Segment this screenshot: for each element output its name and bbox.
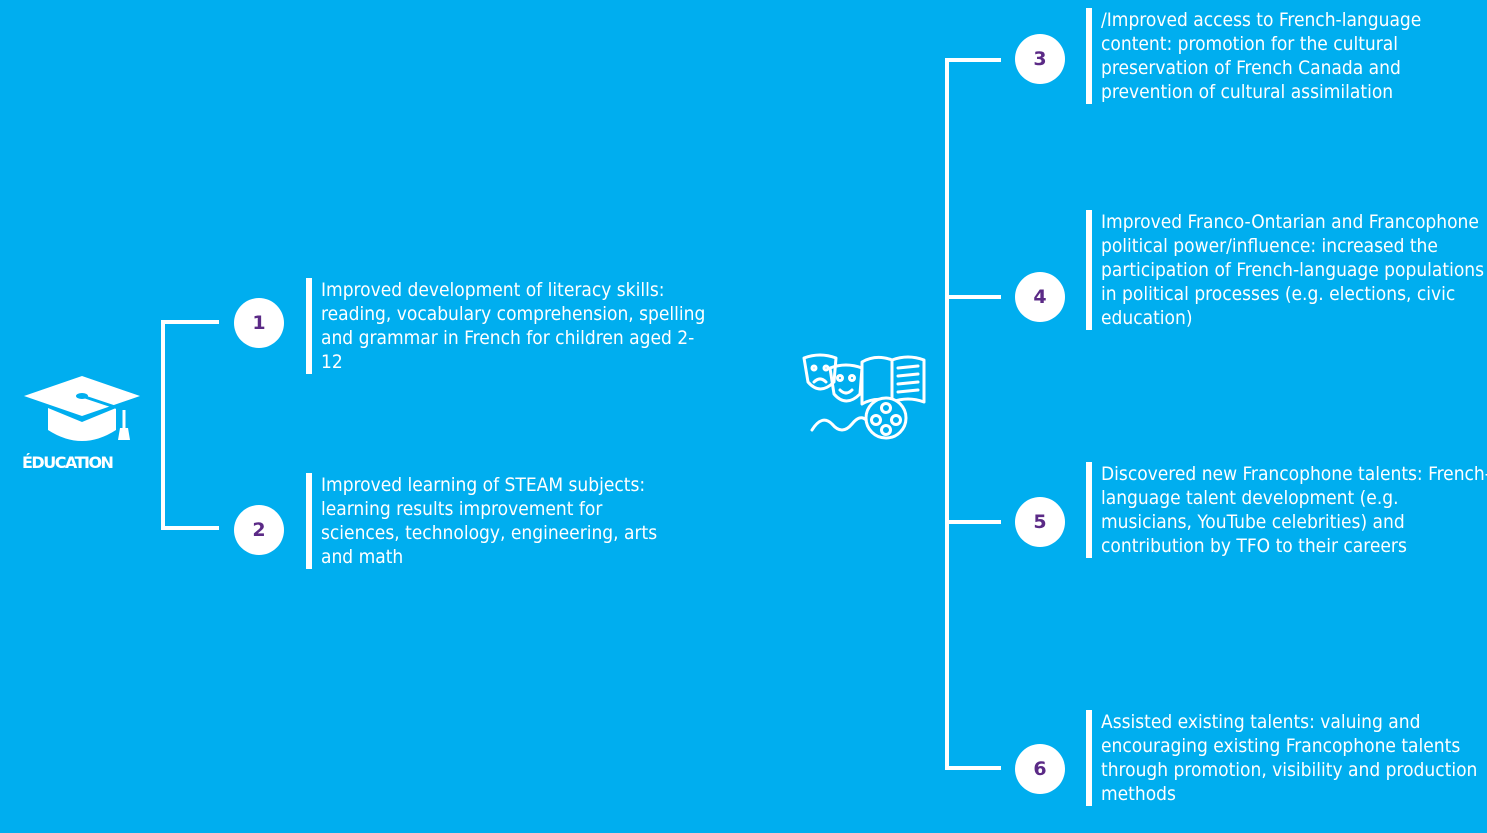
outcome-6-text: Assisted existing talents: valuing and e… xyxy=(1086,710,1486,806)
badge-6: 6 xyxy=(1015,744,1065,794)
badge-2: 2 xyxy=(234,505,284,555)
badge-1: 1 xyxy=(234,298,284,348)
outcome-5-text: Discovered new Francophone talents: Fren… xyxy=(1086,462,1487,558)
education-bracket-vertical xyxy=(161,320,165,530)
badge-4: 4 xyxy=(1015,272,1065,322)
education-bracket-bottom xyxy=(161,526,219,530)
culture-masks-book-film-icon xyxy=(800,352,930,442)
outcome-2-text: Improved learning of STEAM subjects: lea… xyxy=(306,473,671,569)
culture-bracket-vertical xyxy=(945,58,949,770)
outcome-4-text: Improved Franco-Ontarian and Francophone… xyxy=(1086,210,1486,330)
culture-bracket-3 xyxy=(945,58,1001,62)
outcome-3-text: /Improved access to French-language cont… xyxy=(1086,8,1481,104)
education-bracket-top xyxy=(161,320,219,324)
culture-bracket-5 xyxy=(945,520,1001,524)
culture-bracket-4 xyxy=(945,295,1001,299)
culture-bracket-6 xyxy=(945,766,1001,770)
outcome-1-text: Improved development of literacy skills:… xyxy=(306,278,716,374)
badge-3: 3 xyxy=(1015,34,1065,84)
badge-5: 5 xyxy=(1015,497,1065,547)
graduation-cap-icon xyxy=(22,372,142,447)
education-label: ÉDUCATION xyxy=(22,453,114,472)
